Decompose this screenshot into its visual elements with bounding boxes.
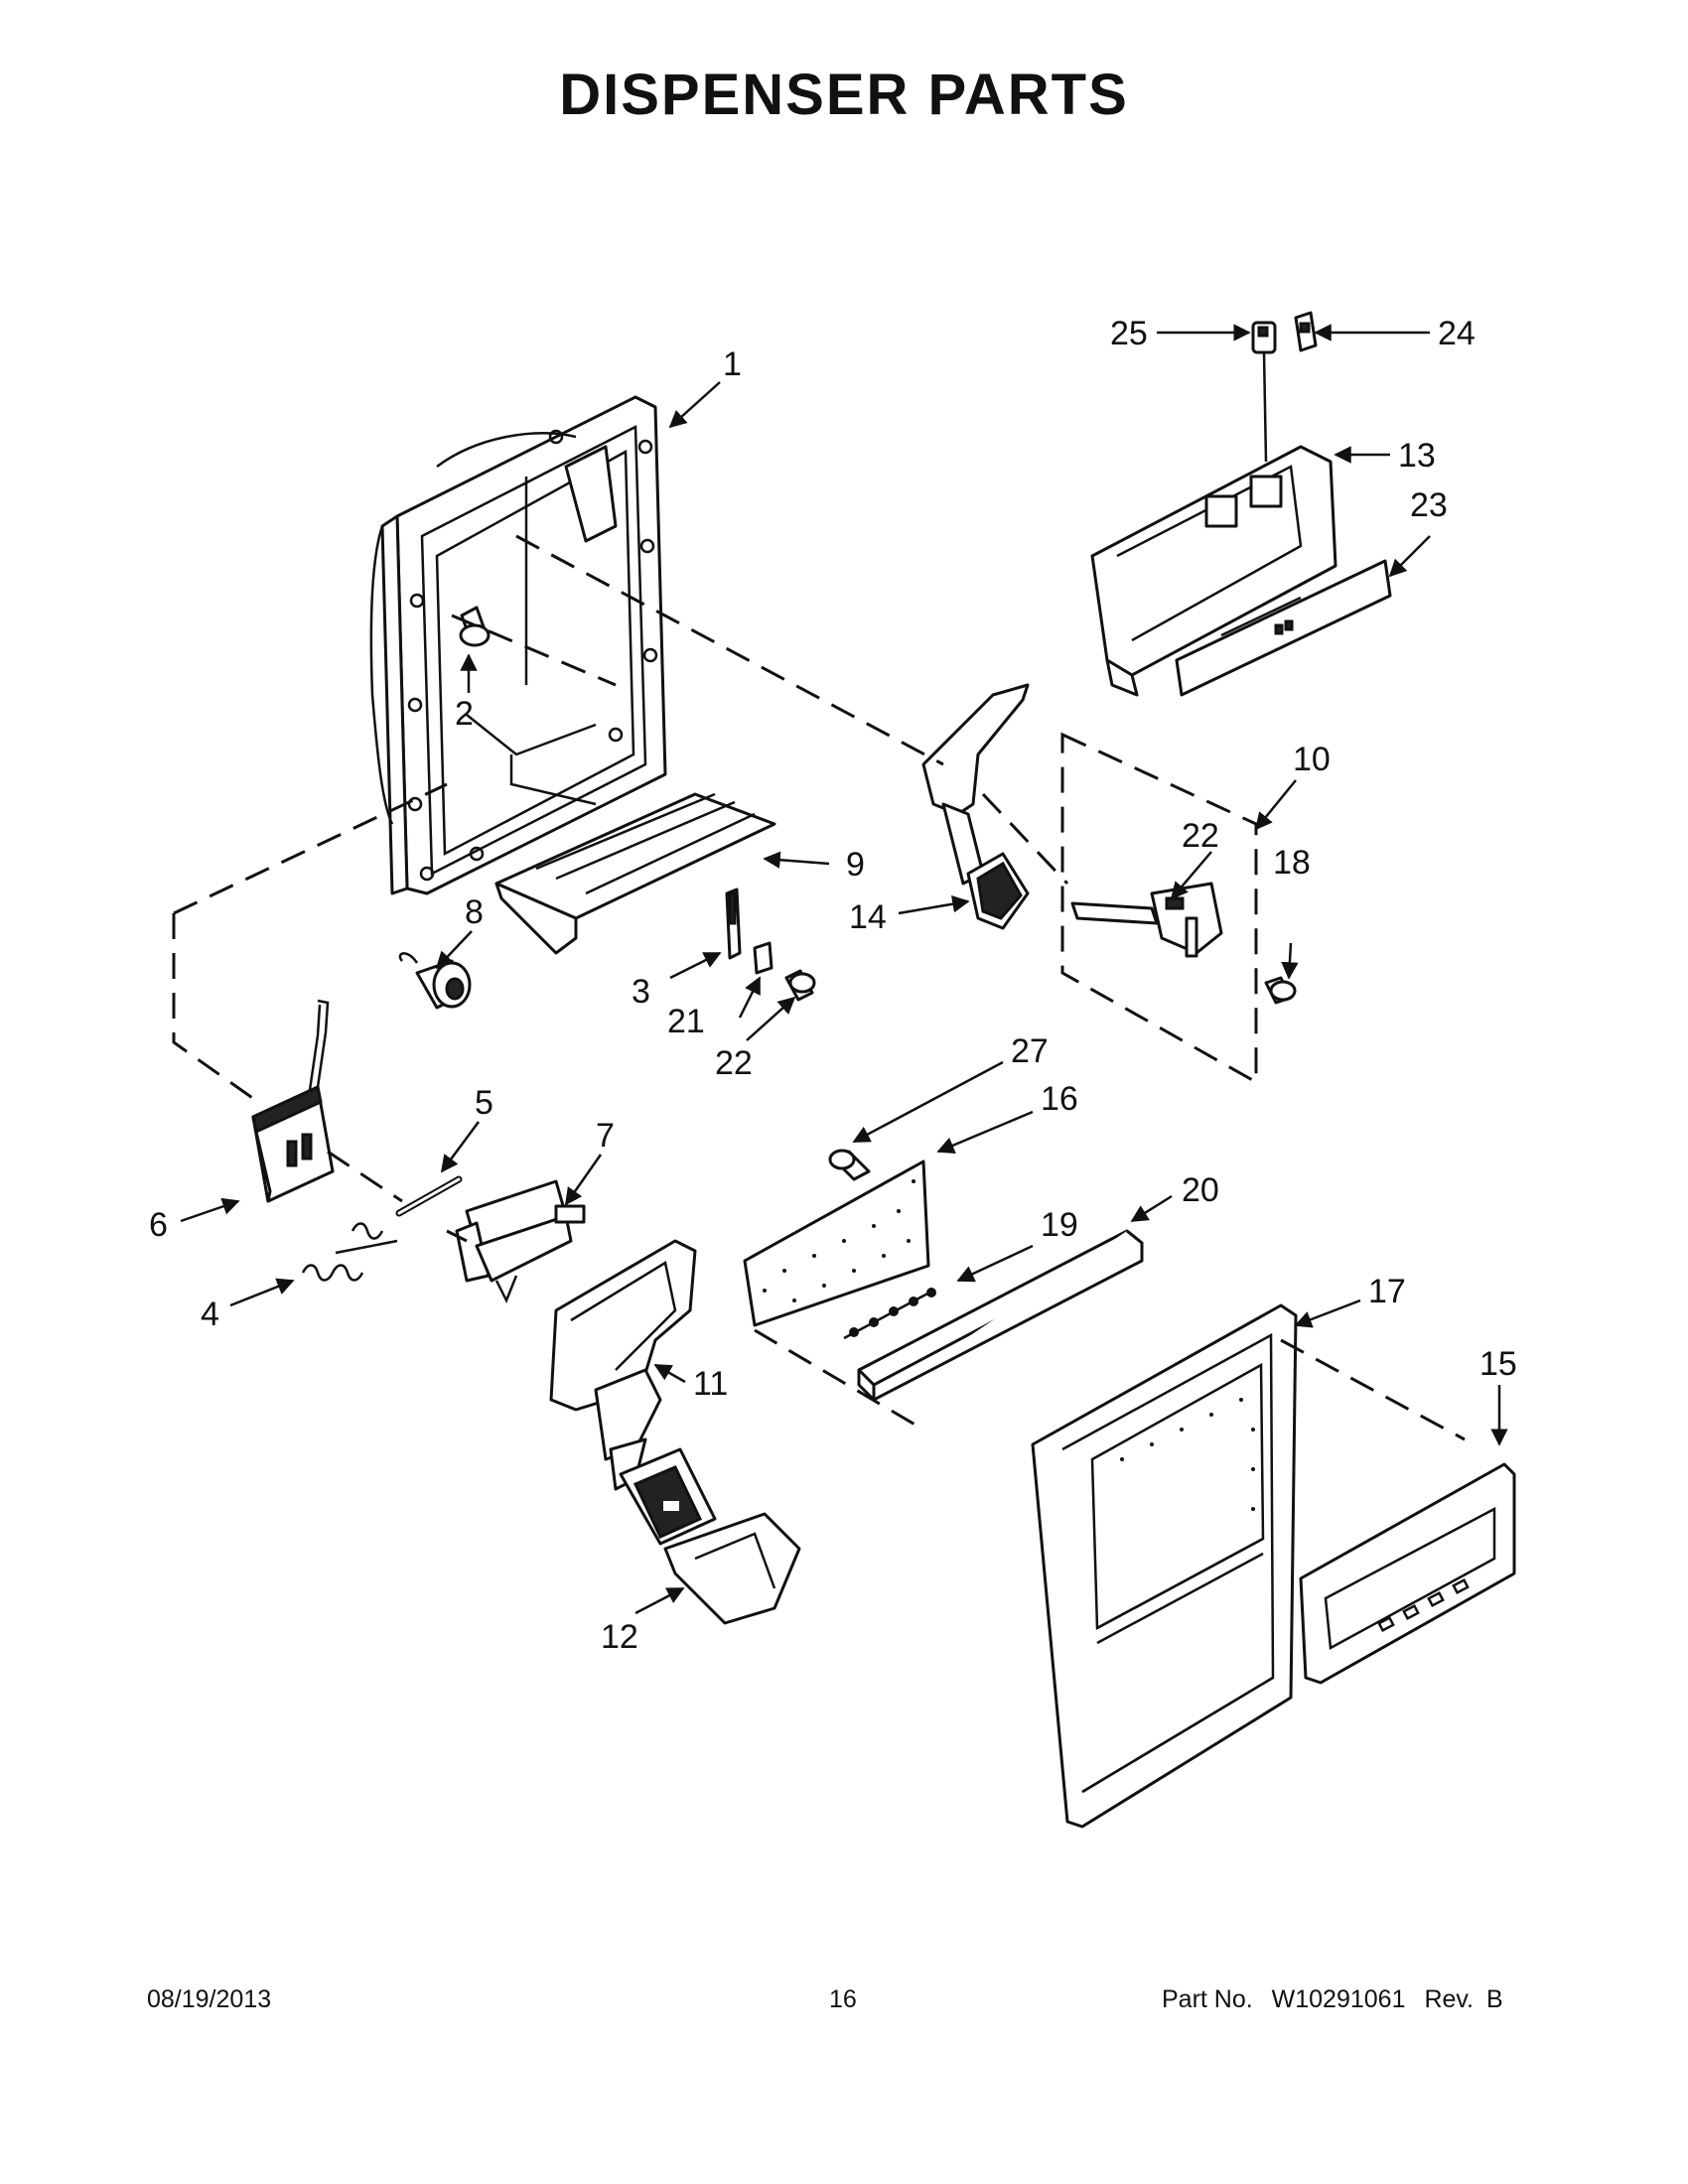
- callout-18: 18: [1273, 844, 1311, 882]
- part-16-circuit-board: [743, 1160, 930, 1327]
- part-24-switch-cover: [1294, 311, 1318, 352]
- callout-12: 12: [601, 1618, 638, 1656]
- callout-13: 13: [1398, 437, 1436, 475]
- part-11-lever-arm: [549, 1239, 697, 1491]
- callout-6: 6: [149, 1206, 168, 1244]
- page-title: DISPENSER PARTS: [559, 63, 1129, 127]
- callout-2: 2: [455, 695, 474, 733]
- part-18-screw: [1264, 976, 1297, 1005]
- part-14-dispenser-lever: [921, 683, 1030, 930]
- part-21-washer: [753, 941, 774, 975]
- callout-3: 3: [632, 973, 650, 1011]
- callout-22-lower: 22: [715, 1044, 753, 1082]
- footer-page-number: 16: [829, 1985, 857, 2013]
- callout-8: 8: [465, 893, 484, 931]
- footer-part-number: Part No. W10291061 Rev. B: [1162, 1985, 1503, 2014]
- part-9-drip-tray: [494, 792, 776, 955]
- part-8-solenoid: [398, 952, 472, 1010]
- part-23-control-board: [1175, 559, 1392, 697]
- callout-7: 7: [596, 1117, 615, 1155]
- callout-1: 1: [723, 345, 742, 383]
- assembly-dashed-lines: [172, 534, 1466, 1441]
- part-19-led-strip: [843, 1288, 936, 1340]
- callout-leader-arrows: [180, 324, 1508, 1615]
- part-13-control-housing: [1090, 445, 1337, 697]
- callout-10: 10: [1293, 741, 1331, 778]
- part-20-light-bar: [857, 1229, 1144, 1402]
- part-4-spring: [301, 1222, 398, 1282]
- part-6-switch-module: [251, 999, 335, 1203]
- part-7-actuator-bracket: [455, 1179, 586, 1304]
- part-22-screw-lower: [784, 969, 816, 1002]
- callout-19: 19: [1041, 1206, 1078, 1244]
- callout-21: 21: [667, 1003, 705, 1040]
- part-1-housing-frame: [369, 395, 667, 895]
- callout-4: 4: [201, 1296, 219, 1333]
- callout-24: 24: [1438, 315, 1476, 352]
- part-25-switch: [1251, 321, 1277, 463]
- part-17-front-trim: [1031, 1303, 1298, 1829]
- callout-16: 16: [1041, 1080, 1078, 1118]
- callout-20: 20: [1182, 1171, 1219, 1209]
- part-no-label: Part No.: [1162, 1985, 1253, 2013]
- callout-labels: 1 2 3 4 5 6 7 8 9 10 11 12 13 14 15 16 1…: [149, 315, 1517, 1656]
- callout-14: 14: [849, 898, 887, 936]
- part-27-screw: [828, 1149, 871, 1181]
- part-22-lever-pivot: [1070, 882, 1223, 958]
- part-3-spring-clip: [725, 887, 742, 960]
- callout-17: 17: [1368, 1273, 1406, 1310]
- part-15-display-panel: [1299, 1462, 1516, 1685]
- callout-5: 5: [475, 1084, 493, 1122]
- callout-25: 25: [1110, 315, 1148, 352]
- rev-value: B: [1485, 1985, 1503, 2013]
- callout-9: 9: [846, 846, 865, 884]
- callout-15: 15: [1479, 1345, 1517, 1383]
- part-12-paddle-chute: [619, 1447, 801, 1625]
- callout-23: 23: [1410, 486, 1448, 524]
- callout-27: 27: [1011, 1032, 1049, 1070]
- part-5-pin: [395, 1175, 463, 1217]
- rev-label: Rev.: [1424, 1985, 1474, 2013]
- footer-date: 08/19/2013: [147, 1985, 272, 2013]
- callout-11: 11: [693, 1365, 728, 1403]
- callout-22-upper: 22: [1182, 817, 1219, 855]
- part-no-value: W10291061: [1271, 1985, 1406, 2013]
